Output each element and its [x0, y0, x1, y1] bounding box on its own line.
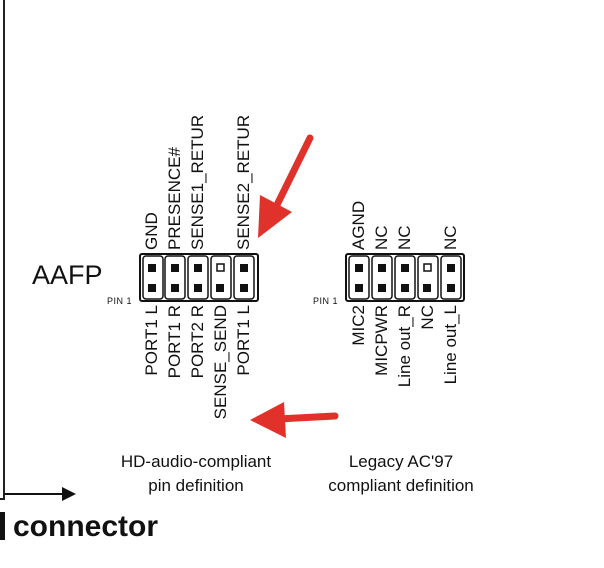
hd-pin-3 [187, 255, 209, 300]
hd-audio-caption-line1: HD-audio-compliant [120, 452, 272, 471]
red-arrow-upper [258, 134, 314, 238]
ac97-bottom-label-3: Line out_R [395, 305, 414, 388]
hd-bottom-label-4: SENSE_SEND [211, 305, 230, 420]
ac97-pin-2 [371, 255, 393, 300]
ac97-bottom-label-2: MICPWR [372, 305, 391, 376]
ac97-top-label-5: NC [441, 225, 460, 250]
hd-pin-1 [142, 255, 164, 300]
ac97-bottom-label-1: MIC2 [349, 305, 368, 346]
frame-border-bottom [0, 498, 5, 500]
ac97-pin-3 [394, 255, 416, 300]
aafp-label: AAFP [32, 260, 103, 290]
hd-bottom-label-1: PORT1 L [142, 305, 161, 376]
ac97-top-label-2: NC [372, 225, 391, 250]
ac97-pin-4 [417, 255, 439, 300]
ac97-header [345, 253, 465, 302]
red-arrow-lower [250, 402, 339, 438]
ac97-pin1-marker: PIN 1 [313, 296, 339, 306]
ac97-top-label-1: AGND [349, 200, 368, 250]
hd-top-label-1: GND [142, 212, 161, 250]
hd-top-label-2: PRESENCE# [165, 147, 184, 250]
pointer-arrow-head [62, 487, 76, 501]
hd-pin1-marker: PIN 1 [107, 296, 133, 306]
hd-pin-5 [233, 255, 255, 300]
hd-bottom-label-3: PORT2 R [188, 305, 207, 379]
ac97-top-label-3: NC [395, 225, 414, 250]
ac97-bottom-label-4: NC [418, 305, 437, 330]
hd-bottom-label-5: PORT1 L [234, 305, 253, 376]
hd-top-label-5: SENSE2_RETUR [234, 114, 253, 250]
hd-audio-header [139, 253, 259, 302]
hd-bottom-label-2: PORT1 R [165, 305, 184, 379]
connector-label: connector [13, 510, 159, 543]
ac97-caption-line1: Legacy AC'97 [348, 452, 454, 471]
hd-pin-4 [210, 255, 232, 300]
hd-top-label-3: SENSE1_RETUR [188, 114, 207, 250]
cropped-letter-stem [0, 512, 5, 540]
ac97-caption-line2: compliant definition [328, 476, 474, 495]
ac97-pin-1 [348, 255, 370, 300]
hd-pin-2 [164, 255, 186, 300]
ac97-pin-5 [440, 255, 462, 300]
hd-audio-caption: HD-audio-compliant pin definition [96, 450, 296, 498]
frame-border-left [3, 0, 5, 500]
ac97-bottom-label-5: Line out_L [441, 305, 460, 385]
hd-audio-caption-line2: pin definition [148, 476, 244, 495]
ac97-caption: Legacy AC'97 compliant definition [306, 450, 496, 498]
